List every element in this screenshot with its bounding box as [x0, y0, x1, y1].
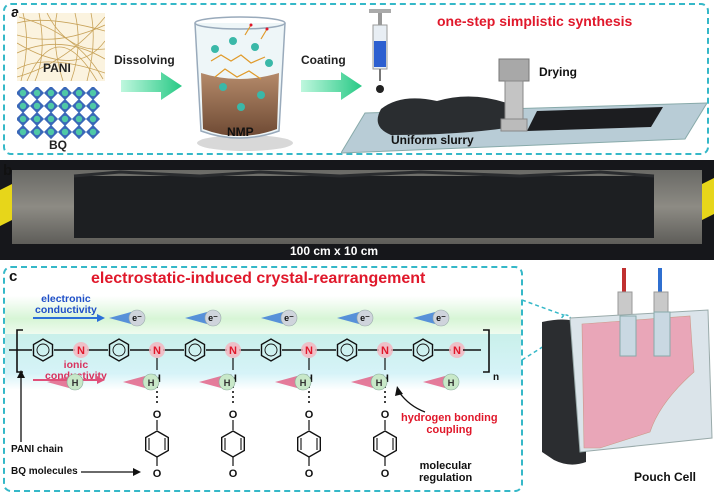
svg-text:e⁻: e⁻	[208, 313, 218, 323]
beaker-icon	[194, 16, 293, 151]
svg-text:H: H	[148, 378, 155, 389]
panel-a-title: one-step simplistic synthesis	[437, 13, 633, 29]
benzene-ring	[412, 338, 434, 362]
svg-text:e⁻: e⁻	[360, 313, 370, 323]
hydrogen-bonding-label: hydrogen bonding coupling	[401, 412, 498, 436]
svg-text:H: H	[376, 378, 383, 389]
benzene-ring	[32, 338, 54, 362]
panel-b: b 100 cm x 10 cm	[0, 160, 714, 260]
panel-a: a PANI BQ Dissolving NMP Coating	[3, 3, 709, 155]
electronic-conductivity-label: electronic conductivity	[35, 293, 97, 316]
proton-particle: H	[47, 373, 84, 391]
oxygen-atom: O	[381, 409, 390, 421]
svg-text:e⁻: e⁻	[436, 313, 446, 323]
coating-plate-icon	[341, 58, 707, 154]
svg-text:H: H	[72, 378, 79, 389]
nitrogen-atom: N	[453, 345, 461, 357]
svg-text:H: H	[224, 378, 231, 389]
nitrogen-atom: N	[305, 345, 313, 357]
electrode-photo	[0, 160, 714, 260]
pani-fiber-mesh-icon	[17, 13, 105, 81]
uniform-slurry-label: Uniform slurry	[391, 133, 474, 147]
svg-text:e⁻: e⁻	[284, 313, 294, 323]
dissolving-label: Dissolving	[114, 53, 175, 67]
nitrogen-atom: N	[381, 345, 389, 357]
pani-label: PANI	[43, 61, 71, 75]
nitrogen-atom: N	[153, 345, 161, 357]
oxygen-atom: O	[381, 468, 390, 480]
panel-c-title: electrostatic-induced crystal-rearrangem…	[91, 270, 426, 287]
oxygen-atom: O	[305, 468, 314, 480]
benzene-ring	[260, 338, 282, 362]
oxygen-atom: O	[305, 409, 314, 421]
electron-particle: e⁻	[337, 309, 374, 327]
proton-particle: H	[351, 373, 388, 391]
proton-particle: H	[423, 373, 460, 391]
nitrogen-glow	[73, 342, 89, 358]
hydrogen-bond-pointer	[398, 391, 426, 413]
pouch-cell-icon	[542, 268, 713, 465]
svg-text:H: H	[448, 378, 455, 389]
benzene-ring	[184, 338, 206, 362]
benzene-ring	[336, 338, 358, 362]
oxygen-atom: O	[229, 409, 238, 421]
oxygen-atom: O	[153, 468, 162, 480]
nitrogen-atom: N	[229, 345, 237, 357]
bq-molecules-label: BQ molecules	[11, 466, 78, 477]
bq-label: BQ	[49, 138, 67, 152]
proton-particle: H	[199, 373, 236, 391]
coating-label: Coating	[301, 53, 346, 67]
size-label: 100 cm x 10 cm	[290, 244, 379, 258]
panel-c: c electrostatic-induced crystal-rearrang…	[3, 266, 523, 492]
electron-particle: e⁻	[109, 309, 146, 327]
proton-particle: H	[275, 373, 312, 391]
syringe-icon	[369, 9, 391, 93]
nitrogen-glow	[449, 342, 465, 358]
nitrogen-glow	[377, 342, 393, 358]
panel-b-label: b	[3, 162, 13, 179]
electron-particle: e⁻	[413, 309, 450, 327]
oxygen-atom: O	[229, 468, 238, 480]
panel-c-label: c	[9, 268, 18, 285]
nitrogen-glow	[149, 342, 165, 358]
coating-arrow-icon	[301, 72, 362, 100]
nmp-label: NMP	[227, 125, 254, 139]
nitrogen-glow	[225, 342, 241, 358]
pouch-cell-label: Pouch Cell	[634, 470, 697, 484]
dissolving-arrow-icon	[121, 72, 182, 100]
benzene-ring	[108, 338, 130, 362]
electron-particle: e⁻	[185, 309, 222, 327]
bq-crystals-icon	[17, 87, 101, 140]
svg-text:e⁻: e⁻	[132, 313, 142, 323]
proton-particle: H	[123, 373, 160, 391]
electron-particle: e⁻	[261, 309, 298, 327]
pani-chain-label: PANI chain	[11, 444, 64, 455]
oxygen-atom: O	[153, 409, 162, 421]
right-bracket	[483, 329, 490, 373]
drying-label: Drying	[539, 65, 578, 79]
panel-a-label: a	[11, 4, 20, 21]
nitrogen-atom: N	[77, 345, 85, 357]
left-bracket	[16, 329, 23, 373]
nitrogen-glow	[301, 342, 317, 358]
molecular-regulation-label: molecular regulation	[419, 460, 473, 484]
svg-text:H: H	[300, 378, 307, 389]
subscript-n: n	[493, 372, 499, 383]
